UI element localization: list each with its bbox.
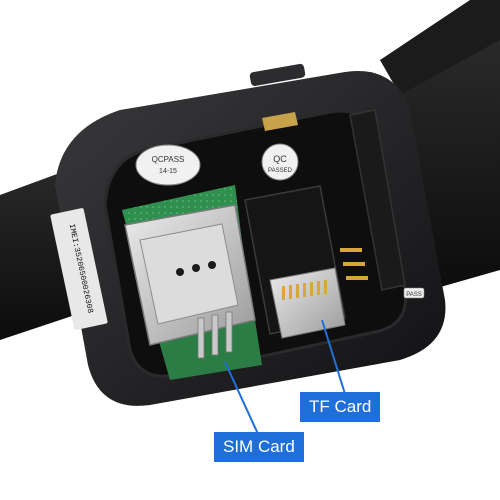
side-button — [249, 63, 306, 86]
battery-rail — [349, 109, 406, 291]
sim-card-label: SIM Card — [214, 432, 304, 462]
qc-pass-sticker-date: 14-15 — [159, 168, 177, 175]
tf-contacts — [282, 280, 327, 300]
sim-slot-hole — [176, 268, 184, 276]
imei-label — [50, 208, 108, 330]
qc-pass-sticker-text: QCPASS — [152, 155, 185, 164]
gold-pins — [340, 248, 368, 280]
tf-card-pointer — [321, 319, 346, 395]
sim-slot-window — [139, 223, 239, 325]
qc-passed-sticker-bottom: PASSED — [268, 168, 293, 174]
tf-card-holder — [269, 267, 346, 339]
tf-card-label: TF Card — [300, 392, 381, 422]
qc-passed-sticker-top: QC — [273, 154, 287, 164]
ribbon-connector — [262, 112, 298, 131]
qc-passed-sticker — [261, 143, 299, 181]
right-strap-top — [380, 0, 500, 95]
qc-pass-sticker — [135, 144, 201, 186]
sim-contacts — [197, 311, 233, 359]
pass-tag — [403, 287, 425, 299]
sim-slot-hole — [208, 261, 216, 269]
pass-tag-text: PASS — [406, 292, 422, 298]
sim-card-pointer — [224, 361, 259, 435]
sim-slot-hole — [192, 264, 200, 272]
